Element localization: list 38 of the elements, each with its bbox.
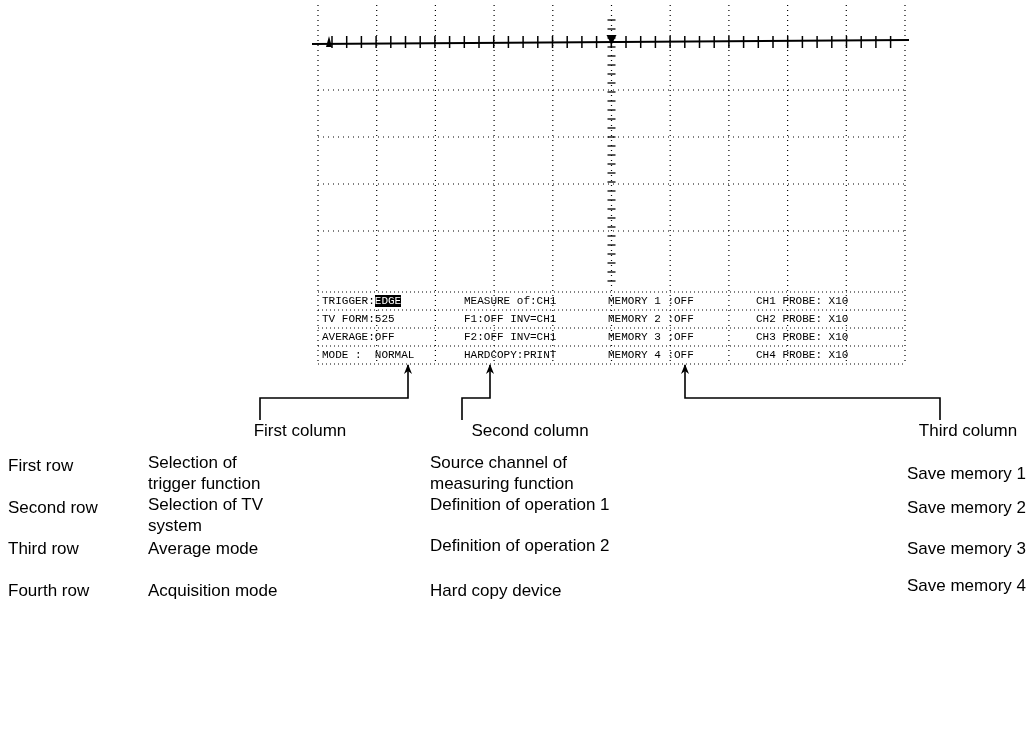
menu-item: CH3 PROBE: X10 — [756, 330, 850, 345]
description-text: Selection of TV system — [148, 494, 264, 536]
menu-item: MEMORY 3 :OFF — [608, 330, 695, 345]
menu-item: MEMORY 4 :OFF — [608, 348, 695, 363]
menu-item: CH4 PROBE: X10 — [756, 348, 850, 363]
row-label: First row — [8, 455, 75, 476]
description-text: Hard copy device — [430, 580, 563, 601]
menu-item: F1:OFF INV=CH1 — [464, 312, 558, 327]
description-text: Selection of trigger function — [148, 452, 262, 494]
column-heading: First column — [240, 420, 360, 442]
description-text: Save memory 4 — [905, 575, 1026, 596]
description-text: Definition of operation 2 — [430, 535, 611, 556]
menu-item: MODE : NORMAL — [322, 348, 416, 363]
description-text: Definition of operation 1 — [430, 494, 611, 515]
row-label: Third row — [8, 538, 80, 559]
column-heading: Third column — [908, 420, 1028, 442]
description-text: Save memory 1 — [905, 463, 1026, 484]
description-text: Acquisition mode — [148, 580, 279, 601]
column-heading: Second column — [450, 420, 610, 442]
menu-item: CH2 PROBE: X10 — [756, 312, 850, 327]
menu-item: MEASURE of:CH1 — [464, 294, 558, 309]
description-text: Source channel of measuring function — [430, 452, 575, 494]
description-text: Average mode — [148, 538, 260, 559]
menu-item: TV FORM:525 — [322, 312, 396, 327]
menu-item: AVERAGE:OFF — [322, 330, 396, 345]
menu-item: F2:OFF INV=CH1 — [464, 330, 558, 345]
leader-arrow — [461, 364, 494, 421]
menu-item: HARDCOPY:PRINT — [464, 348, 558, 363]
description-text: Save memory 2 — [905, 497, 1026, 518]
menu-item: CH1 PROBE: X10 — [756, 294, 850, 309]
menu-item: TRIGGER:EDGE — [322, 294, 403, 309]
leader-arrow — [259, 364, 412, 421]
row-label: Second row — [8, 497, 99, 518]
menu-item: MEMORY 2 :OFF — [608, 312, 695, 327]
leader-arrow — [681, 364, 941, 421]
row-label: Fourth row — [8, 580, 91, 601]
menu-item: MEMORY 1 :OFF — [608, 294, 695, 309]
description-text: Save memory 3 — [905, 538, 1026, 559]
